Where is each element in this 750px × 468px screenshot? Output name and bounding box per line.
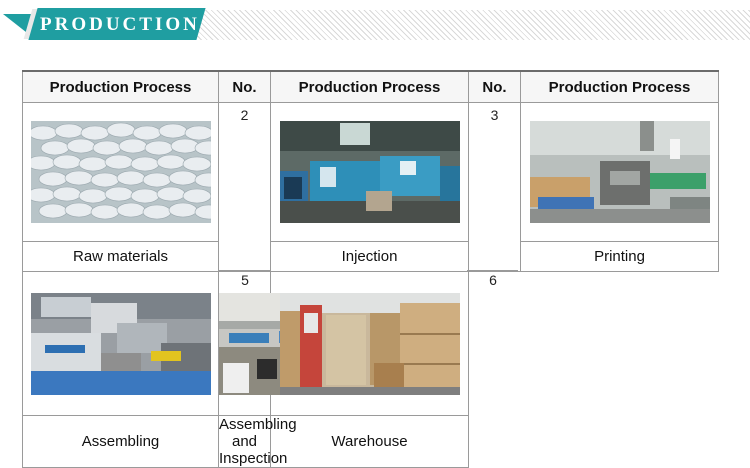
number-cell: 3 <box>468 102 521 272</box>
process-caption: Assembling and Inspection <box>218 415 297 468</box>
divider <box>219 270 270 271</box>
warehouse-photo <box>279 292 460 395</box>
header-production-process: Production Process <box>22 70 219 103</box>
photo-cell <box>270 271 469 416</box>
header-production-process: Production Process <box>520 70 719 103</box>
table-row: 2 3 <box>22 102 719 272</box>
banner-arrow-shape <box>3 14 31 36</box>
caption-row: Assembling Assembling and Inspection War… <box>22 415 719 468</box>
divider <box>467 270 518 271</box>
row-number: 3 <box>490 107 499 123</box>
row-number: 5 <box>241 272 249 288</box>
photo-cell <box>270 102 469 242</box>
header-production-process: Production Process <box>270 70 469 103</box>
photo-cell <box>22 102 219 242</box>
process-caption: Raw materials <box>22 241 219 272</box>
raw-materials-photo <box>30 121 211 223</box>
caption-row: Raw materials Injection Printing <box>22 241 719 272</box>
process-caption: Printing <box>520 241 719 272</box>
banner-title: PRODUCTION <box>40 14 200 35</box>
process-caption: Warehouse <box>270 415 469 468</box>
injection-photo <box>279 121 460 223</box>
photo-cell <box>22 271 219 416</box>
photo-cell <box>218 271 399 416</box>
row-number: 6 <box>489 272 497 288</box>
number-cell: 2 <box>218 102 271 272</box>
table-row <box>22 271 719 416</box>
production-table: Production Process No. Production Proces… <box>22 70 719 468</box>
banner-hatch-pattern <box>150 10 750 40</box>
assembling-photo <box>30 292 211 395</box>
printing-photo <box>529 121 710 223</box>
process-caption: Assembling <box>22 415 219 468</box>
header-no: No. <box>468 70 521 103</box>
header-no: No. <box>218 70 271 103</box>
process-caption: Injection <box>270 241 469 272</box>
row-number: 2 <box>240 107 249 123</box>
production-banner: PRODUCTION <box>0 0 750 44</box>
photo-cell <box>520 102 719 242</box>
table-header-row: Production Process No. Production Proces… <box>22 70 719 103</box>
